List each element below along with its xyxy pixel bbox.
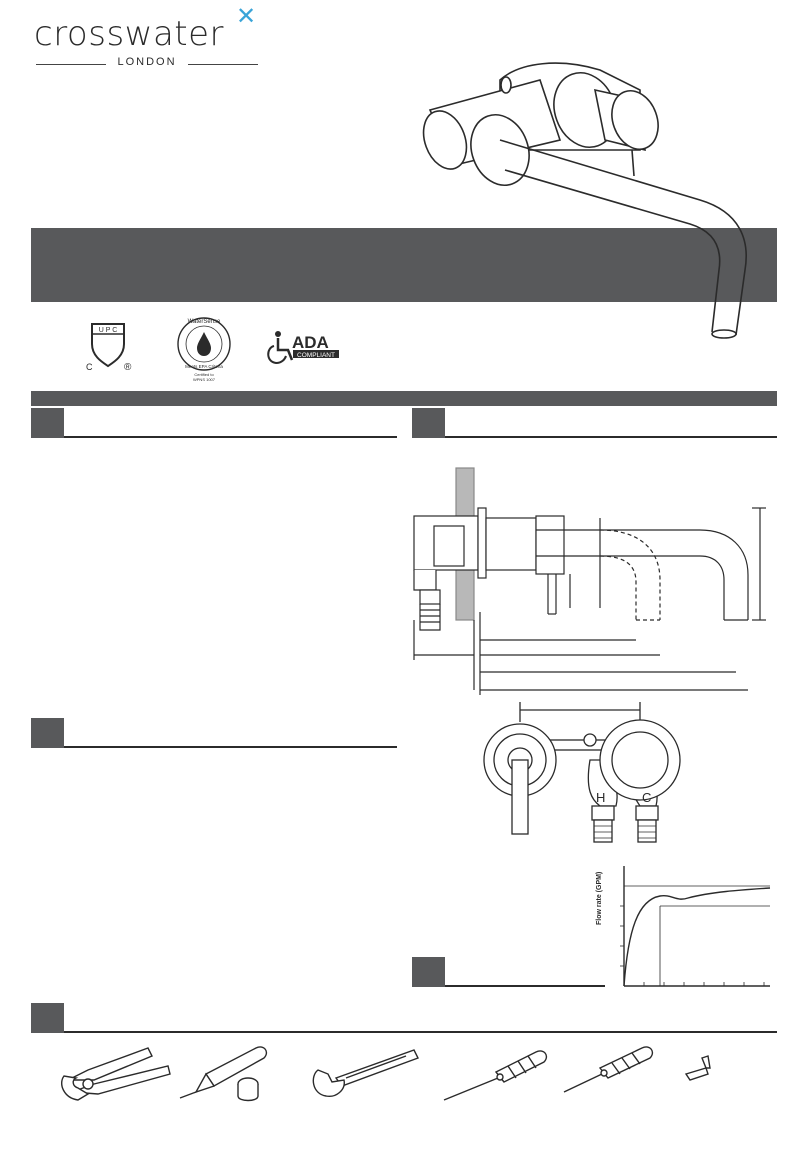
section-5-rule — [64, 1031, 777, 1033]
watersense-logo: WaterSense Meets EPA Criteria Certified … — [177, 317, 231, 382]
section-3-marker — [31, 718, 64, 748]
brand-logo: crosswater — [34, 14, 225, 54]
upc-logo: U P C C ® — [86, 323, 132, 373]
section-4-marker — [412, 957, 445, 987]
phillips-screwdriver-icon — [563, 1046, 654, 1093]
section-1-rule — [64, 436, 397, 438]
section-2-marker — [412, 408, 445, 438]
faucet-illustration — [422, 62, 747, 339]
section-1-marker — [31, 408, 64, 438]
section-5-marker — [31, 1003, 64, 1033]
brand-sub-text: LONDON — [117, 56, 177, 68]
ada-logo: ADA COMPLIANT — [267, 331, 339, 365]
adjustable-wrench-icon — [312, 1049, 419, 1097]
pliers-icon — [60, 1047, 171, 1101]
ada-sub-text: COMPLIANT — [297, 352, 335, 359]
flow-chart-ylabel: Flow rate (GPM) — [596, 871, 603, 925]
ada-text: ADA — [292, 333, 329, 352]
allen-key-icon — [684, 1055, 711, 1081]
watersense-code-text: WPNS 1007 — [193, 377, 216, 382]
section-divider-bar — [31, 391, 777, 406]
cold-label: C — [642, 790, 651, 805]
upc-c-text: C — [86, 362, 93, 372]
title-banner — [31, 228, 777, 302]
watersense-certified-text: Certified to — [194, 372, 214, 377]
hot-label: H — [596, 790, 605, 805]
section-2-rule — [445, 436, 777, 438]
watersense-ring-text: WaterSense — [188, 319, 221, 325]
upc-r-text: ® — [124, 362, 132, 373]
brand-subtitle: LONDON — [36, 56, 258, 72]
section-3-rule — [64, 746, 397, 748]
flathead-screwdriver-icon — [443, 1050, 548, 1101]
sealant-gun-icon — [179, 1046, 268, 1102]
brand-x-icon: ✕ — [236, 2, 257, 30]
watersense-meets-text: Meets EPA Criteria — [185, 364, 223, 369]
section-4-rule — [445, 985, 605, 987]
upc-text: U P C — [99, 327, 118, 334]
